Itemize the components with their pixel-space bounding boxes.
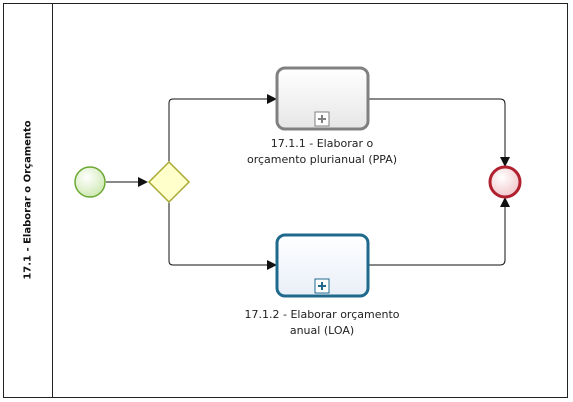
task-loa-label: 17.1.2 - Elaborar orçamento anual (LOA): [222, 307, 422, 339]
subprocess-marker-icon: [314, 278, 330, 294]
flow-gateway-to-task1[interactable]: [168, 94, 277, 162]
task-ppa-label: 17.1.1 - Elaborar o orçamento plurianual…: [222, 136, 422, 168]
task-ppa[interactable]: [275, 66, 370, 131]
exclusive-gateway[interactable]: [147, 160, 191, 204]
lane-header: [3, 3, 53, 398]
task-loa-label-line1: 17.1.2 - Elaborar orçamento: [244, 308, 400, 321]
flow-task2-to-end[interactable]: [369, 197, 510, 266]
end-event[interactable]: [488, 165, 522, 199]
task-ppa-label-line2: orçamento plurianual (PPA): [246, 153, 398, 166]
task-ppa-label-line1: 17.1.1 - Elaborar o: [270, 137, 374, 150]
start-event[interactable]: [74, 166, 106, 198]
flow-task1-to-end[interactable]: [369, 98, 510, 167]
task-loa-label-line2: anual (LOA): [289, 324, 355, 337]
task-loa[interactable]: [275, 233, 370, 298]
sequence-flows: [106, 94, 510, 270]
flow-gateway-to-task2[interactable]: [168, 202, 277, 270]
subprocess-marker-icon: [314, 111, 330, 127]
